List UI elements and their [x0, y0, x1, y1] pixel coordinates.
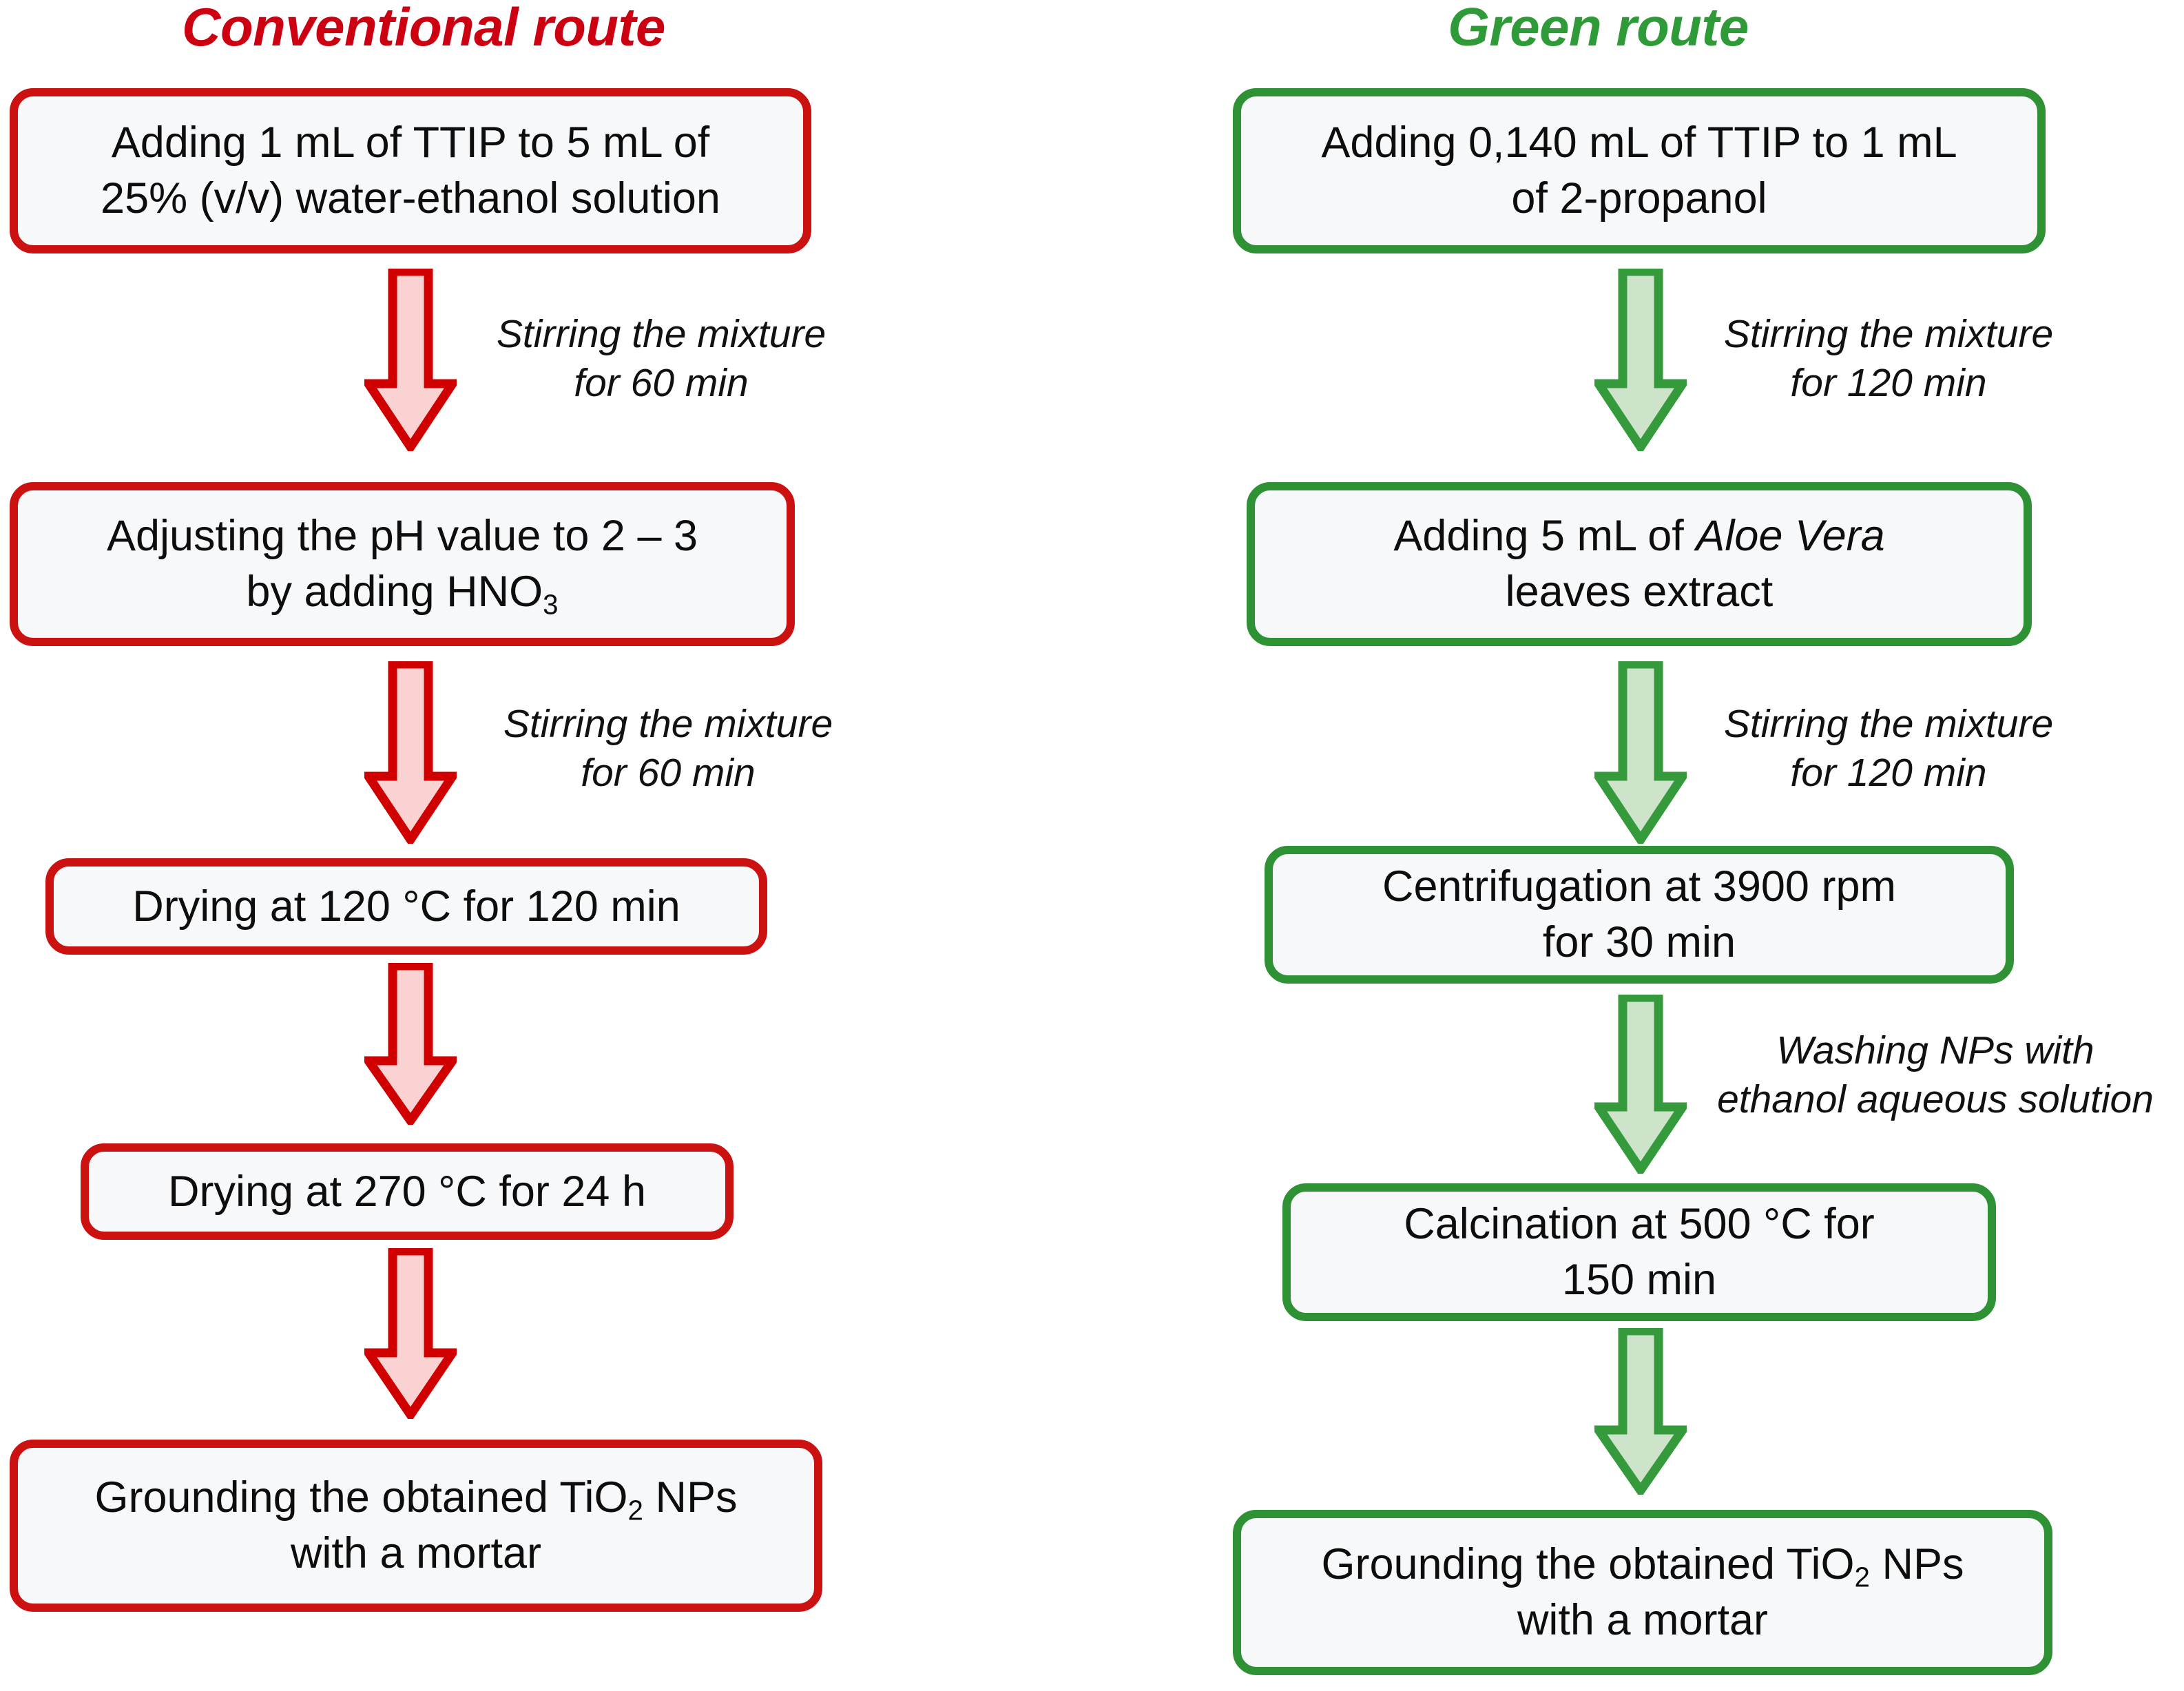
green-arrow-4 — [1594, 1328, 1687, 1495]
green-step-3-line2: for 30 min — [1542, 918, 1736, 966]
conventional-step-1-text: Adding 1 mL of TTIP to 5 mL of 25% (v/v)… — [101, 115, 720, 227]
green-step-2-line2: leaves extract — [1505, 568, 1774, 616]
green-arrow-1 — [1594, 269, 1687, 451]
conventional-arrow-4 — [364, 1248, 457, 1419]
conventional-step-5-line1b: NPs — [643, 1473, 738, 1522]
conventional-step-1: Adding 1 mL of TTIP to 5 mL of 25% (v/v)… — [10, 88, 811, 253]
green-step-3-line1: Centrifugation at 3900 rpm — [1382, 862, 1896, 911]
conventional-arrow-2-label: Stirring the mixture for 60 min — [503, 702, 833, 795]
green-step-3-text: Centrifugation at 3900 rpm for 30 min — [1382, 859, 1896, 971]
down-block-arrow-icon — [364, 963, 457, 1125]
green-step-4-line2: 150 min — [1561, 1256, 1717, 1304]
conventional-step-1-line2: 25% (v/v) water-ethanol solution — [101, 174, 720, 222]
conventional-route-title: Conventional route — [182, 0, 665, 57]
conventional-step-5-line1a: Grounding the obtained TiO — [94, 1473, 628, 1522]
green-step-5-line1b: NPs — [1869, 1540, 1964, 1588]
conventional-step-2-subscript: 3 — [543, 588, 559, 621]
green-step-2-line1a: Adding 5 mL of — [1393, 512, 1696, 560]
green-step-1: Adding 0,140 mL of TTIP to 1 mL of 2-pro… — [1233, 88, 2046, 253]
green-step-5-line2: with a mortar — [1517, 1596, 1769, 1644]
conventional-step-2-text: Adjusting the pH value to 2 – 3 by addin… — [107, 508, 698, 620]
green-step-5-text: Grounding the obtained TiO2 NPs with a m… — [1322, 1537, 1964, 1648]
green-arrow-2-label: Stirring the mixture for 120 min — [1723, 702, 2054, 795]
green-step-5: Grounding the obtained TiO2 NPs with a m… — [1233, 1510, 2052, 1675]
green-step-4: Calcination at 500 °C for 150 min — [1282, 1183, 1996, 1321]
green-arrow-2 — [1594, 661, 1687, 844]
conventional-arrow-1 — [364, 269, 457, 451]
down-block-arrow-icon — [1594, 269, 1687, 451]
down-block-arrow-icon — [364, 661, 457, 844]
down-block-arrow-icon — [1594, 995, 1687, 1174]
green-step-4-text: Calcination at 500 °C for 150 min — [1404, 1196, 1875, 1308]
conventional-step-2-line1: Adjusting the pH value to 2 – 3 — [106, 512, 698, 560]
conventional-arrow-1-label: Stirring the mixture for 60 min — [496, 312, 826, 405]
conventional-step-5-line2: with a mortar — [290, 1529, 542, 1577]
conventional-step-3-text: Drying at 120 °C for 120 min — [132, 882, 680, 931]
green-step-2-text: Adding 5 mL of Aloe Vera leaves extract — [1393, 508, 1884, 620]
down-block-arrow-icon — [1594, 1328, 1687, 1495]
down-block-arrow-icon — [1594, 661, 1687, 844]
conventional-step-3: Drying at 120 °C for 120 min — [45, 858, 767, 955]
conventional-arrow-2 — [364, 661, 457, 844]
conventional-step-5-text: Grounding the obtained TiO2 NPs with a m… — [95, 1470, 738, 1581]
conventional-step-4-text: Drying at 270 °C for 24 h — [167, 1167, 647, 1216]
down-block-arrow-icon — [364, 1248, 457, 1419]
green-step-1-text: Adding 0,140 mL of TTIP to 1 mL of 2-pro… — [1321, 115, 1957, 227]
green-arrow-1-label: Stirring the mixture for 120 min — [1723, 312, 2054, 405]
green-step-2-species-name: Aloe Vera — [1696, 512, 1885, 560]
green-step-5-subscript: 2 — [1854, 1561, 1870, 1593]
green-step-3: Centrifugation at 3900 rpm for 30 min — [1265, 846, 2014, 984]
conventional-arrow-3 — [364, 963, 457, 1125]
conventional-step-1-line1: Adding 1 mL of TTIP to 5 mL of — [111, 118, 710, 167]
green-arrow-3 — [1594, 995, 1687, 1174]
conventional-step-2-line2: by adding HNO — [246, 568, 543, 616]
down-block-arrow-icon — [364, 269, 457, 451]
green-route-title: Green route — [1448, 0, 1749, 57]
green-step-1-line2: of 2-propanol — [1511, 174, 1767, 222]
green-step-2: Adding 5 mL of Aloe Vera leaves extract — [1247, 482, 2032, 646]
conventional-step-5-subscript: 2 — [627, 1494, 643, 1526]
green-step-4-line1: Calcination at 500 °C for — [1404, 1200, 1875, 1248]
conventional-step-5: Grounding the obtained TiO2 NPs with a m… — [10, 1440, 822, 1612]
green-step-1-line1: Adding 0,140 mL of TTIP to 1 mL — [1321, 118, 1957, 167]
conventional-step-2: Adjusting the pH value to 2 – 3 by addin… — [10, 482, 795, 646]
conventional-step-4: Drying at 270 °C for 24 h — [81, 1143, 734, 1240]
green-step-5-line1a: Grounding the obtained TiO — [1321, 1540, 1855, 1588]
green-arrow-3-label: Washing NPs with ethanol aqueous solutio… — [1717, 1028, 2154, 1121]
